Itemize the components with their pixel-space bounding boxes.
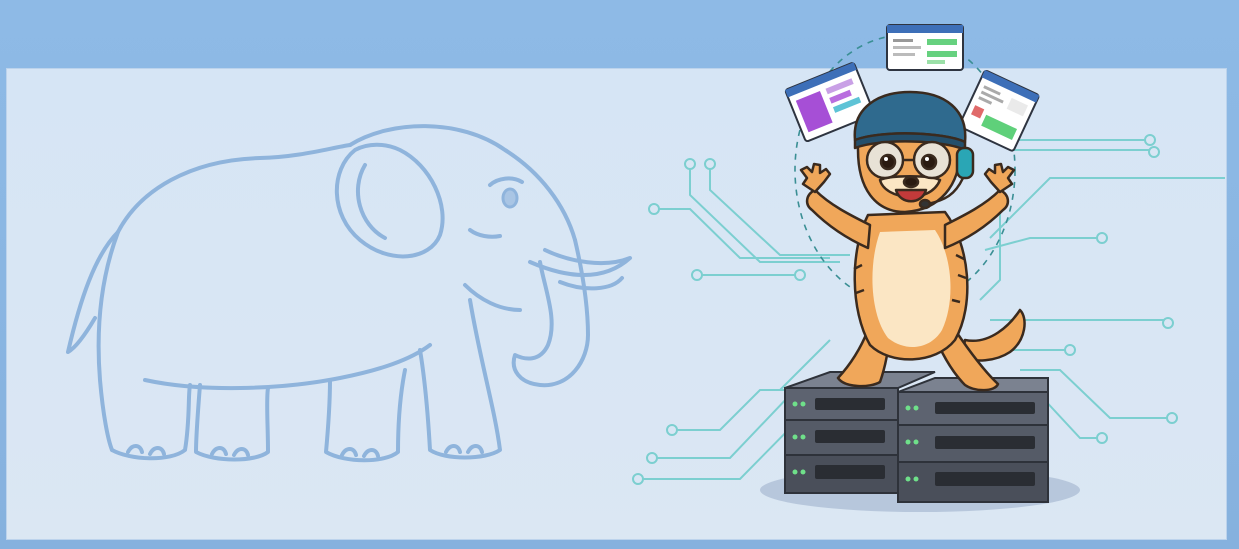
meerkat-mascot	[799, 90, 1026, 392]
circuit-lines-icon	[632, 134, 1225, 485]
elephant-outline-icon	[66, 124, 632, 463]
floating-app-window-icon	[784, 24, 1040, 152]
server-stack-icon	[760, 371, 1080, 512]
